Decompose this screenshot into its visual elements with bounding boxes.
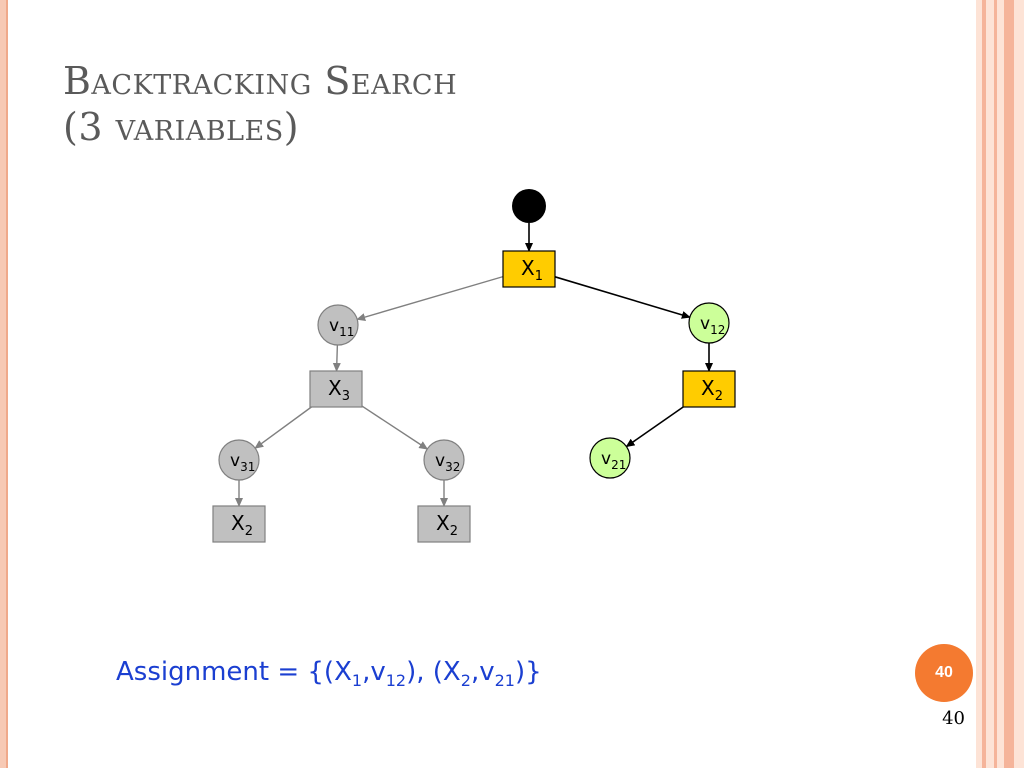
node-label-X2a: X2: [701, 376, 723, 404]
variable-node-X2a: X2: [682, 370, 736, 408]
title-line-2: (3 variables): [63, 105, 300, 149]
node-label-v12: v12: [700, 314, 725, 337]
edge-X3-to-v32: [361, 405, 429, 450]
slide-title: Backtracking Search (3 variables): [63, 58, 457, 150]
page-number: 40: [942, 708, 965, 729]
edge-X3-to-v31: [254, 406, 312, 449]
value-node-v31: v31: [218, 439, 260, 481]
node-label-X2c: X2: [436, 511, 458, 539]
node-label-X3: X3: [328, 376, 350, 404]
value-node-v11: v11: [317, 304, 359, 346]
node-label-v21: v21: [601, 449, 626, 472]
edge-v11-to-X3: [332, 344, 341, 372]
edge-X1-to-v12: [554, 276, 691, 319]
value-node-v12: v12: [688, 302, 730, 344]
variable-node-X3: X3: [309, 370, 363, 408]
value-node-v21: v21: [589, 437, 631, 479]
variable-node-X2c: X2: [417, 505, 471, 543]
title-line-1: Backtracking Search: [63, 59, 458, 103]
slide-left-border: [0, 0, 8, 768]
variable-node-X1: X1: [502, 250, 556, 288]
variable-node-X2b: X2: [212, 505, 266, 543]
edge-X1-to-v11: [356, 275, 504, 321]
value-node-v32: v32: [423, 439, 465, 481]
slide-right-border: [976, 0, 1024, 768]
edge-X2a-to-v21: [625, 406, 684, 448]
assignment-text: Assignment = {(X1,v12), (X2,v21)}: [116, 657, 542, 691]
root-node: [512, 189, 546, 223]
node-label-v31: v31: [230, 451, 255, 474]
node-label-v32: v32: [435, 451, 460, 474]
node-label-X2b: X2: [231, 511, 253, 539]
node-label-X1: X1: [521, 256, 543, 284]
slide-number-badge: 40: [915, 644, 973, 702]
node-label-v11: v11: [329, 316, 354, 339]
